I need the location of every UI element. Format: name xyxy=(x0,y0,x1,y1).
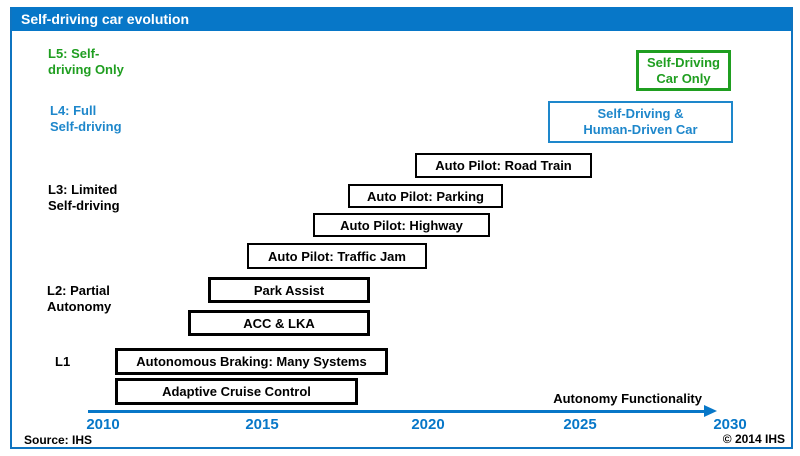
level-label-line: L2: Partial xyxy=(47,283,110,298)
level-label-line: Self-driving xyxy=(50,119,122,134)
level-label-line: Self-driving xyxy=(48,198,120,213)
level-label-line: L5: Self- xyxy=(48,46,100,61)
outcome-box-self-driving-only: Self-Driving Car Only xyxy=(636,50,731,91)
timeline-arrow-icon xyxy=(704,405,717,417)
page-title: Self-driving car evolution xyxy=(12,7,791,31)
milestone-box-autopilot-parking: Auto Pilot: Parking xyxy=(348,184,503,208)
level-label-l5: L5: Self- driving Only xyxy=(48,46,124,78)
outcome-label-line: Car Only xyxy=(656,70,711,86)
milestone-box-autopilot-highway: Auto Pilot: Highway xyxy=(313,213,490,237)
outcome-label-line: Self-Driving & xyxy=(597,106,684,121)
outcome-box-self-driving-human-driven: Self-Driving & Human-Driven Car xyxy=(548,101,733,143)
axis-tick-2015: 2015 xyxy=(245,416,279,433)
axis-tick-2010: 2010 xyxy=(86,416,120,433)
outcome-label-line: Self-Driving xyxy=(647,54,720,70)
milestone-box-acc-lka: ACC & LKA xyxy=(188,310,370,336)
chart-frame: Self-driving car evolution L5: Self- dri… xyxy=(10,7,793,449)
milestone-label: Auto Pilot: Traffic Jam xyxy=(268,248,406,264)
level-label-l4: L4: Full Self-driving xyxy=(50,103,122,135)
level-label-line: driving Only xyxy=(48,62,124,77)
milestone-box-park-assist: Park Assist xyxy=(208,277,370,303)
level-label-l1: L1 xyxy=(55,354,70,370)
level-label-line: L4: Full xyxy=(50,103,97,118)
axis-label: Autonomy Functionality xyxy=(553,391,702,406)
milestone-label: ACC & LKA xyxy=(243,315,315,331)
milestone-box-autopilot-traffic-jam: Auto Pilot: Traffic Jam xyxy=(247,243,427,269)
milestone-label: Autonomous Braking: Many Systems xyxy=(136,354,367,369)
milestone-label: Park Assist xyxy=(253,282,325,298)
outcome-label-line: Human-Driven Car xyxy=(583,122,698,137)
axis-tick-2025: 2025 xyxy=(563,416,597,433)
milestone-box-adaptive-cruise-control: Adaptive Cruise Control xyxy=(115,378,358,405)
axis-tick-2020: 2020 xyxy=(411,416,445,433)
level-label-line: L1 xyxy=(55,354,71,369)
level-label-l2: L2: Partial Autonomy xyxy=(47,283,111,315)
milestone-label: Auto Pilot: Road Train xyxy=(435,158,572,173)
source-note: Source: IHS xyxy=(24,433,93,447)
milestone-box-autopilot-road-train: Auto Pilot: Road Train xyxy=(415,153,592,178)
level-label-line: Autonomy xyxy=(47,299,112,314)
milestone-label: Adaptive Cruise Control xyxy=(162,384,311,399)
timeline-axis xyxy=(88,410,706,413)
milestone-label: Auto Pilot: Parking xyxy=(367,188,484,204)
level-label-line: L3: Limited xyxy=(48,182,118,197)
level-label-l3: L3: Limited Self-driving xyxy=(48,182,120,214)
copyright-note: © 2014 IHS xyxy=(722,432,785,446)
milestone-label: Auto Pilot: Highway xyxy=(340,217,463,233)
axis-tick-2030: 2030 xyxy=(713,416,747,433)
milestone-box-autonomous-braking: Autonomous Braking: Many Systems xyxy=(115,348,388,375)
